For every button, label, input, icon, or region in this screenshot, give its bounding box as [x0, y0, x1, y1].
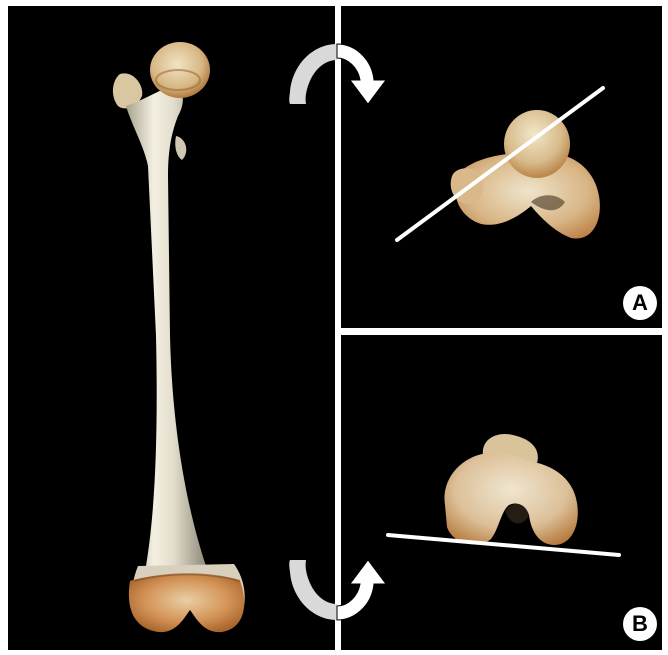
proximal-axial-view: [341, 6, 662, 328]
reference-line: [388, 535, 619, 555]
panel-a-proximal-view: A: [341, 6, 662, 328]
panel-label-a: A: [623, 286, 657, 320]
femur-illustration: [8, 6, 335, 650]
panel-b-distal-view: B: [341, 335, 662, 650]
femur-condyles: [444, 452, 577, 545]
distal-axial-view: [341, 335, 662, 650]
femur-shaft: [126, 84, 206, 566]
femur-condyles: [129, 574, 244, 632]
panel-label-b: B: [623, 607, 657, 641]
panel-femur-full: [8, 6, 335, 650]
